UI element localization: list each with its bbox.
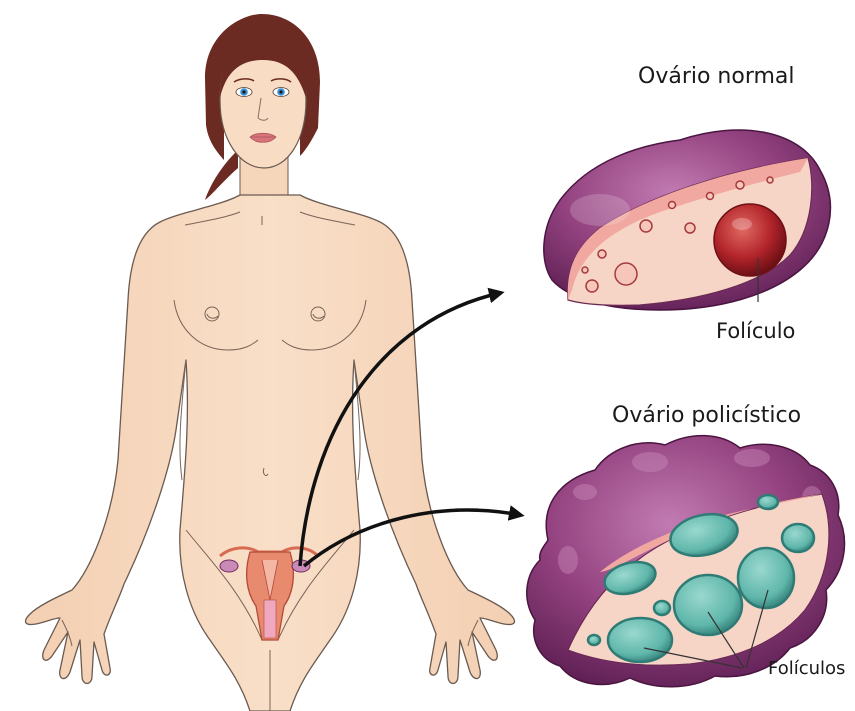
normal-ovary-title: Ovário normal bbox=[638, 64, 795, 89]
follicle-icon bbox=[714, 204, 786, 276]
polycystic-ovary bbox=[527, 436, 845, 687]
follicles-label: Folículos bbox=[768, 658, 845, 679]
female-figure bbox=[25, 14, 514, 711]
polycystic-ovary-title: Ovário policístico bbox=[612, 403, 801, 428]
hair-ponytail bbox=[205, 150, 238, 200]
normal-ovary bbox=[544, 130, 831, 310]
follicle-label: Folículo bbox=[716, 319, 795, 343]
